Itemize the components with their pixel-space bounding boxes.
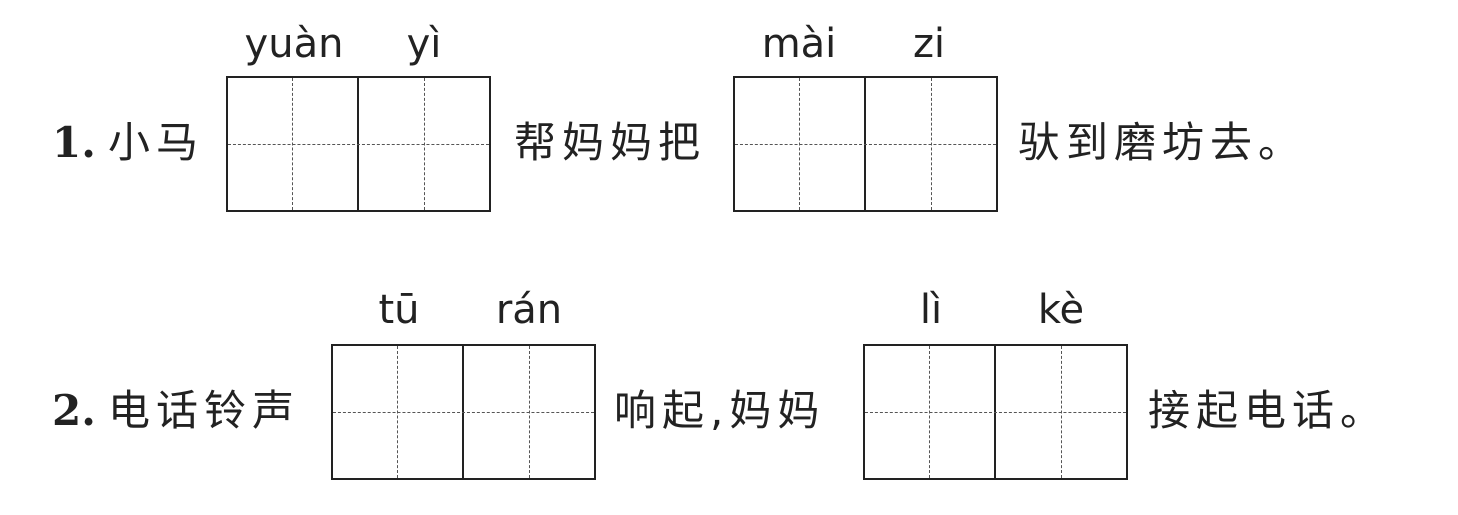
pinyin-label: tū <box>378 287 420 333</box>
pinyin-label: mài <box>761 21 837 67</box>
pinyin-label: yuàn <box>244 21 344 67</box>
pinyin-label: lì <box>919 287 943 333</box>
answer-grid-blank-1[interactable] <box>331 344 596 480</box>
sentence-text-after: 驮到磨坊去。 <box>1018 118 1307 167</box>
grid-guide-line <box>735 144 996 145</box>
grid-guide-line <box>333 412 594 413</box>
sentence-text-before: 小马 <box>108 118 205 167</box>
question-number: 1. <box>52 118 96 167</box>
question-number: 2. <box>52 386 96 435</box>
grid-guide-line <box>228 144 489 145</box>
answer-grid-blank-2[interactable] <box>733 76 998 212</box>
sentence-text-middle: 帮妈妈把 <box>514 118 707 167</box>
answer-grid-blank-2[interactable] <box>863 344 1128 480</box>
sentence-text-after: 接起电话。 <box>1148 386 1389 435</box>
pinyin-label: zi <box>912 21 946 67</box>
pinyin-label: rán <box>495 287 563 333</box>
answer-grid-blank-1[interactable] <box>226 76 491 212</box>
pinyin-label: yì <box>406 21 442 67</box>
grid-guide-line <box>865 412 1126 413</box>
sentence-text-before: 电话铃声 <box>108 386 301 435</box>
sentence-text-middle: 响起,妈妈 <box>614 386 826 435</box>
pinyin-label: kè <box>1037 287 1085 333</box>
